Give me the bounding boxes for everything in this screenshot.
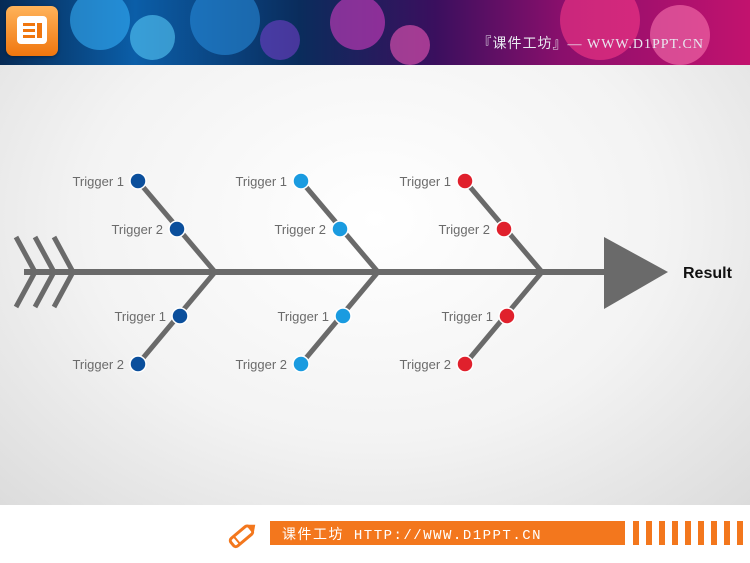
trigger-label: Trigger 1 bbox=[114, 309, 166, 324]
presentation-icon bbox=[6, 6, 58, 56]
trigger-node bbox=[129, 172, 147, 190]
bokeh-decoration bbox=[390, 25, 430, 65]
trigger-label: Trigger 1 bbox=[277, 309, 329, 324]
header-banner: 『课件工坊』— WWW.D1PPT.CN bbox=[0, 0, 750, 65]
trigger-node bbox=[292, 172, 310, 190]
trigger-node bbox=[456, 172, 474, 190]
trigger-label: Trigger 2 bbox=[72, 357, 124, 372]
bokeh-decoration bbox=[190, 0, 260, 55]
header-title: 『课件工坊』— WWW.D1PPT.CN bbox=[477, 37, 704, 52]
branch-group: Trigger 1 Trigger 2 Trigger 1 Trigger 2 bbox=[235, 172, 381, 373]
result-label: Result bbox=[683, 265, 733, 282]
footer-stripe bbox=[724, 521, 730, 545]
trigger-label: Trigger 2 bbox=[235, 357, 287, 372]
trigger-node bbox=[334, 307, 352, 325]
bokeh-decoration bbox=[70, 0, 130, 50]
bokeh-decoration bbox=[130, 15, 175, 60]
footer-bar bbox=[270, 521, 625, 545]
footer-stripe bbox=[737, 521, 743, 545]
footer-text: 课件工坊 HTTP://WWW.D1PPT.CN bbox=[282, 528, 543, 544]
footer-stripe bbox=[646, 521, 652, 545]
footer-stripe bbox=[711, 521, 717, 545]
trigger-node bbox=[456, 355, 474, 373]
trigger-label: Trigger 2 bbox=[399, 357, 451, 372]
branch-group: Trigger 1 Trigger 2 Trigger 1 Trigger 2 bbox=[72, 172, 218, 373]
trigger-node bbox=[292, 355, 310, 373]
trigger-node bbox=[129, 355, 147, 373]
bokeh-decoration bbox=[260, 20, 300, 60]
trigger-label: Trigger 2 bbox=[274, 222, 326, 237]
footer-stripe bbox=[633, 521, 639, 545]
trigger-node bbox=[495, 220, 513, 238]
pencil-icon bbox=[228, 524, 256, 549]
bokeh-decoration bbox=[650, 5, 710, 65]
footer-stripe bbox=[685, 521, 691, 545]
trigger-node bbox=[168, 220, 186, 238]
trigger-node bbox=[498, 307, 516, 325]
arrow-head bbox=[604, 237, 668, 309]
trigger-label: Trigger 1 bbox=[441, 309, 493, 324]
branch-group: Trigger 1 Trigger 2 Trigger 1 Trigger 2 bbox=[399, 172, 545, 373]
trigger-node bbox=[331, 220, 349, 238]
trigger-label: Trigger 2 bbox=[438, 222, 490, 237]
bokeh-decoration bbox=[330, 0, 385, 50]
trigger-label: Trigger 2 bbox=[111, 222, 163, 237]
trigger-label: Trigger 1 bbox=[72, 174, 124, 189]
footer-stripe bbox=[659, 521, 665, 545]
footer-stripe bbox=[698, 521, 704, 545]
trigger-node bbox=[171, 307, 189, 325]
trigger-label: Trigger 1 bbox=[235, 174, 287, 189]
trigger-label: Trigger 1 bbox=[399, 174, 451, 189]
footer-stripe bbox=[672, 521, 678, 545]
